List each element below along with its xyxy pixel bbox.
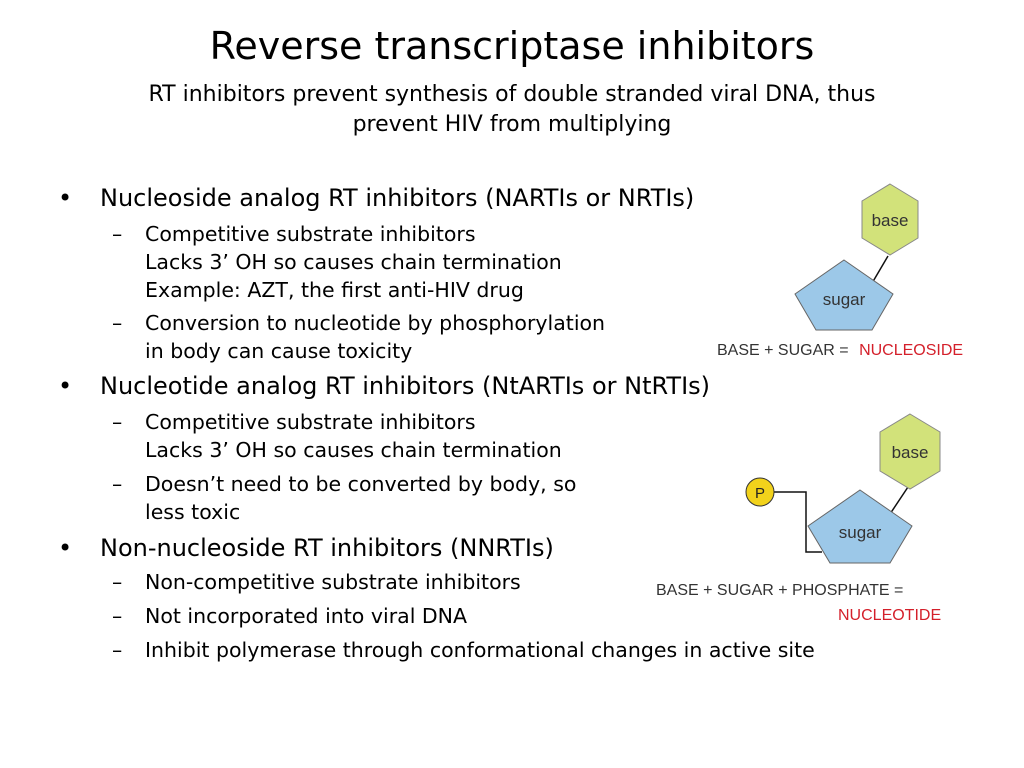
sub-bullet-mark: – — [112, 410, 123, 434]
sub-bullet-line: Lacks 3’ OH so causes chain termination — [145, 250, 562, 274]
phosphate-circle — [745, 477, 775, 507]
sub-bullet-line: Inhibit polymerase through conformationa… — [145, 638, 815, 662]
sugar-label: sugar — [839, 523, 882, 542]
bullet-text: Nucleotide analog RT inhibitors (NtARTIs… — [100, 372, 711, 400]
sub-bullet-mark: – — [112, 570, 123, 594]
nucleotide-diagram: P base sugar BASE + SUGAR + PHOSPHATE = … — [656, 413, 941, 624]
nucleoside-diagram: base sugar BASE + SUGAR = NUCLEOSIDE — [717, 183, 963, 359]
sub-bullet-mark: – — [112, 222, 123, 246]
sub-bullet-mark: – — [112, 638, 123, 662]
bullet-text: Non-nucleoside RT inhibitors (NNRTIs) — [100, 534, 554, 562]
phosphate-label: P — [755, 485, 765, 502]
sub-bullet-line: Competitive substrate inhibitors — [145, 222, 476, 246]
base-hexagon — [861, 183, 919, 256]
sub-bullet-line: Not incorporated into viral DNA — [145, 604, 468, 628]
base-label: base — [892, 443, 929, 462]
phosphate-bond — [774, 491, 822, 553]
nucleotide-caption-red: NUCLEOTIDE — [838, 607, 941, 624]
sub-bullet-mark: – — [112, 472, 123, 496]
caption-black: BASE + SUGAR = — [717, 342, 849, 359]
caption-red: NUCLEOSIDE — [859, 342, 963, 359]
slide-subtitle: RT inhibitors prevent synthesis of doubl… — [112, 80, 912, 140]
nucleotide-caption-black: BASE + SUGAR + PHOSPHATE = — [656, 582, 903, 599]
sugar-pentagon — [807, 489, 913, 564]
nucleoside-caption: BASE + SUGAR = NUCLEOSIDE — [717, 342, 963, 359]
sub-bullet-mark: – — [112, 311, 123, 335]
base-hexagon — [879, 413, 941, 490]
bullet-mark: • — [58, 372, 73, 400]
sugar-label: sugar — [823, 290, 866, 309]
sub-bullet-line: Example: AZT, the first anti-HIV drug — [145, 278, 524, 302]
sub-bullet-line: Doesn’t need to be converted by body, so — [145, 472, 577, 496]
sub-bullet-mark: – — [112, 604, 123, 628]
bullet-mark: • — [58, 184, 73, 212]
sugar-pentagon — [794, 259, 894, 331]
subtitle-line: RT inhibitors prevent synthesis of doubl… — [148, 82, 876, 107]
sub-bullet-line: Non-competitive substrate inhibitors — [145, 570, 521, 594]
slide-title: Reverse transcriptase inhibitors — [209, 24, 815, 68]
subtitle-line: prevent HIV from multiplying — [352, 112, 672, 137]
sub-bullet-line: less toxic — [145, 500, 241, 524]
bullet-text: Nucleoside analog RT inhibitors (NARTIs … — [100, 184, 695, 212]
base-label: base — [872, 211, 909, 230]
sub-bullet-line: in body can cause toxicity — [145, 339, 413, 363]
bullet-mark: • — [58, 534, 73, 562]
sub-bullet-line: Competitive substrate inhibitors — [145, 410, 476, 434]
sub-bullet-line: Conversion to nucleotide by phosphorylat… — [145, 311, 606, 335]
sub-bullet-line: Lacks 3’ OH so causes chain termination — [145, 438, 562, 462]
